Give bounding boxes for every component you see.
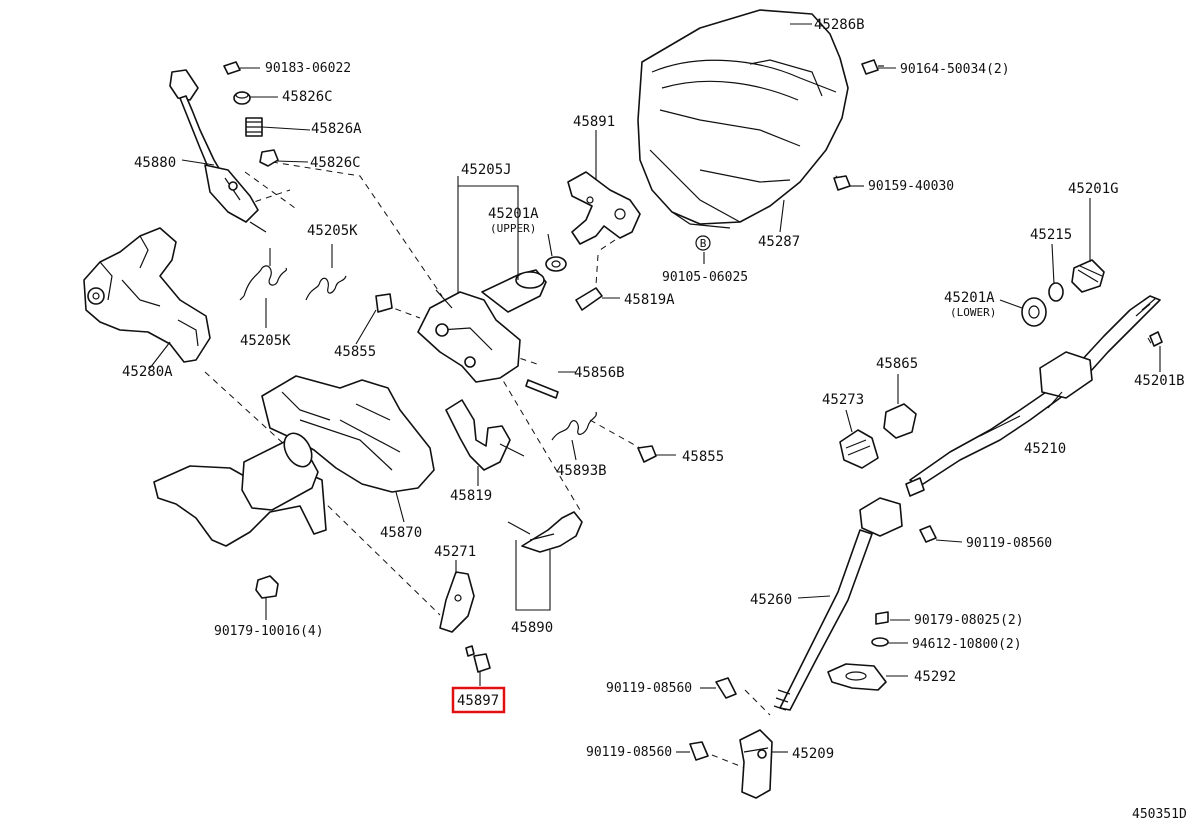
label-45205K-lower[interactable]: 45205K (240, 333, 291, 349)
label-45287[interactable]: 45287 (758, 234, 800, 250)
clip-45201B[interactable] (1149, 331, 1163, 347)
lock-plate-45890[interactable] (507, 511, 583, 553)
label-45893B[interactable]: 45893B (556, 463, 607, 479)
label-45819A[interactable]: 45819A (624, 292, 675, 308)
washer-94612-10800[interactable] (871, 637, 889, 647)
seal-45292[interactable] (827, 663, 887, 691)
label-45292[interactable]: 45292 (914, 669, 956, 685)
reference-circle-B: B (695, 235, 711, 251)
label-90164-50034[interactable]: 90164-50034(2) (900, 62, 1010, 77)
pin-45856B[interactable] (525, 379, 559, 399)
bolt-90119-08560-lower[interactable] (689, 741, 709, 761)
label-45855-right[interactable]: 45855 (682, 449, 724, 465)
leader-lines (149, 23, 1161, 753)
label-lower-note: (LOWER) (950, 306, 996, 319)
assembly-dashed-lines (204, 161, 1153, 769)
bearing-45201G[interactable] (1071, 259, 1105, 293)
label-90179-10016[interactable]: 90179-10016(4) (214, 624, 324, 639)
label-90119-08560-lower[interactable]: 90119-08560 (586, 745, 672, 760)
spring-45893B[interactable] (551, 411, 597, 441)
bearing-45201A-upper[interactable] (545, 256, 567, 272)
bracket-45891[interactable] (567, 171, 641, 245)
bracket-45819[interactable] (445, 399, 525, 471)
plate-45271[interactable] (439, 571, 475, 633)
label-45260[interactable]: 45260 (750, 592, 792, 608)
upper-column-cover-45286B[interactable] (637, 9, 849, 225)
label-90119-08560-middle[interactable]: 90119-08560 (606, 681, 692, 696)
bolt-45897[interactable] (465, 645, 491, 673)
label-90159-40030[interactable]: 90159-40030 (868, 179, 954, 194)
label-upper-note: (UPPER) (490, 222, 536, 235)
spring-45205K-right[interactable] (305, 275, 347, 301)
label-90179-08025[interactable]: 90179-08025(2) (914, 613, 1024, 628)
tilt-lever-45880[interactable] (169, 69, 267, 233)
label-45201A-upper[interactable]: 45201A (488, 206, 539, 222)
part-labels: 90183-06022 45826C 45826A 45826C 45880 4… (122, 17, 1185, 762)
label-45209[interactable]: 45209 (792, 746, 834, 762)
label-45273[interactable]: 45273 (822, 392, 864, 408)
label-45205K-upper[interactable]: 45205K (307, 223, 358, 239)
spring-45205K-left[interactable] (239, 265, 287, 301)
label-45280A[interactable]: 45280A (122, 364, 173, 380)
label-45205J[interactable]: 45205J (461, 162, 512, 178)
label-90105-06025[interactable]: 90105-06025 (662, 270, 748, 285)
label-45215[interactable]: 45215 (1030, 227, 1072, 243)
bolt-45855-right[interactable] (637, 445, 657, 463)
label-45819[interactable]: 45819 (450, 488, 492, 504)
label-45271[interactable]: 45271 (434, 544, 476, 560)
clip-90179-08025[interactable] (875, 611, 889, 625)
label-45880[interactable]: 45880 (134, 155, 176, 171)
label-45286B[interactable]: 45286B (814, 17, 865, 33)
diagram-id: 450351D (1132, 807, 1187, 822)
bushing-45273[interactable] (839, 429, 879, 469)
label-45201A-lower[interactable]: 45201A (944, 290, 995, 306)
screw-90159-40030[interactable] (833, 175, 851, 191)
column-bracket-45205J[interactable] (417, 269, 547, 383)
bushing-45826C-upper[interactable] (233, 91, 251, 105)
bearing-45201A-lower[interactable] (1021, 297, 1047, 327)
label-45856B[interactable]: 45856B (574, 365, 625, 381)
label-45865[interactable]: 45865 (876, 356, 918, 372)
bolt-90119-08560-upper[interactable] (919, 525, 937, 543)
label-45826A[interactable]: 45826A (311, 121, 362, 137)
label-45855-left[interactable]: 45855 (334, 344, 376, 360)
spring-45826A[interactable] (245, 117, 263, 137)
ring-45215[interactable] (1048, 282, 1064, 302)
label-94612-10800[interactable]: 94612-10800(2) (912, 637, 1022, 652)
label-45201B[interactable]: 45201B (1134, 373, 1185, 389)
intermediate-shaft-45210[interactable] (909, 295, 1161, 487)
label-45891[interactable]: 45891 (573, 114, 615, 130)
bushing-45865[interactable] (883, 403, 917, 439)
label-45897[interactable]: 45897 (457, 693, 499, 709)
screw-90164-50034[interactable] (861, 59, 884, 75)
nut-90179-10016[interactable] (255, 575, 279, 599)
label-90183-06022[interactable]: 90183-06022 (265, 61, 351, 76)
bolt-90119-08560-middle[interactable] (715, 677, 737, 699)
lock-housing-45280A[interactable] (83, 227, 211, 363)
bushing-45826C-lower[interactable] (259, 149, 279, 167)
label-45890[interactable]: 45890 (511, 620, 553, 636)
label-45210[interactable]: 45210 (1024, 441, 1066, 457)
pin-45819A[interactable] (575, 287, 603, 311)
label-45826C-lower[interactable]: 45826C (310, 155, 361, 171)
clip-90183-06022[interactable] (223, 61, 241, 75)
steering-shaft-45260[interactable] (773, 477, 925, 711)
label-45870[interactable]: 45870 (380, 525, 422, 541)
column-tube-45870[interactable] (153, 375, 435, 547)
label-45826C-upper[interactable]: 45826C (282, 89, 333, 105)
highlight-box-45897 (451, 686, 506, 714)
label-90119-08560-upper[interactable]: 90119-08560 (966, 536, 1052, 551)
circle-b-text: B (700, 237, 707, 250)
bolt-45855-left[interactable] (375, 293, 393, 313)
label-45201G[interactable]: 45201G (1068, 181, 1119, 197)
lower-column-cover-45287[interactable] (649, 149, 741, 229)
joint-45209[interactable] (739, 729, 773, 799)
